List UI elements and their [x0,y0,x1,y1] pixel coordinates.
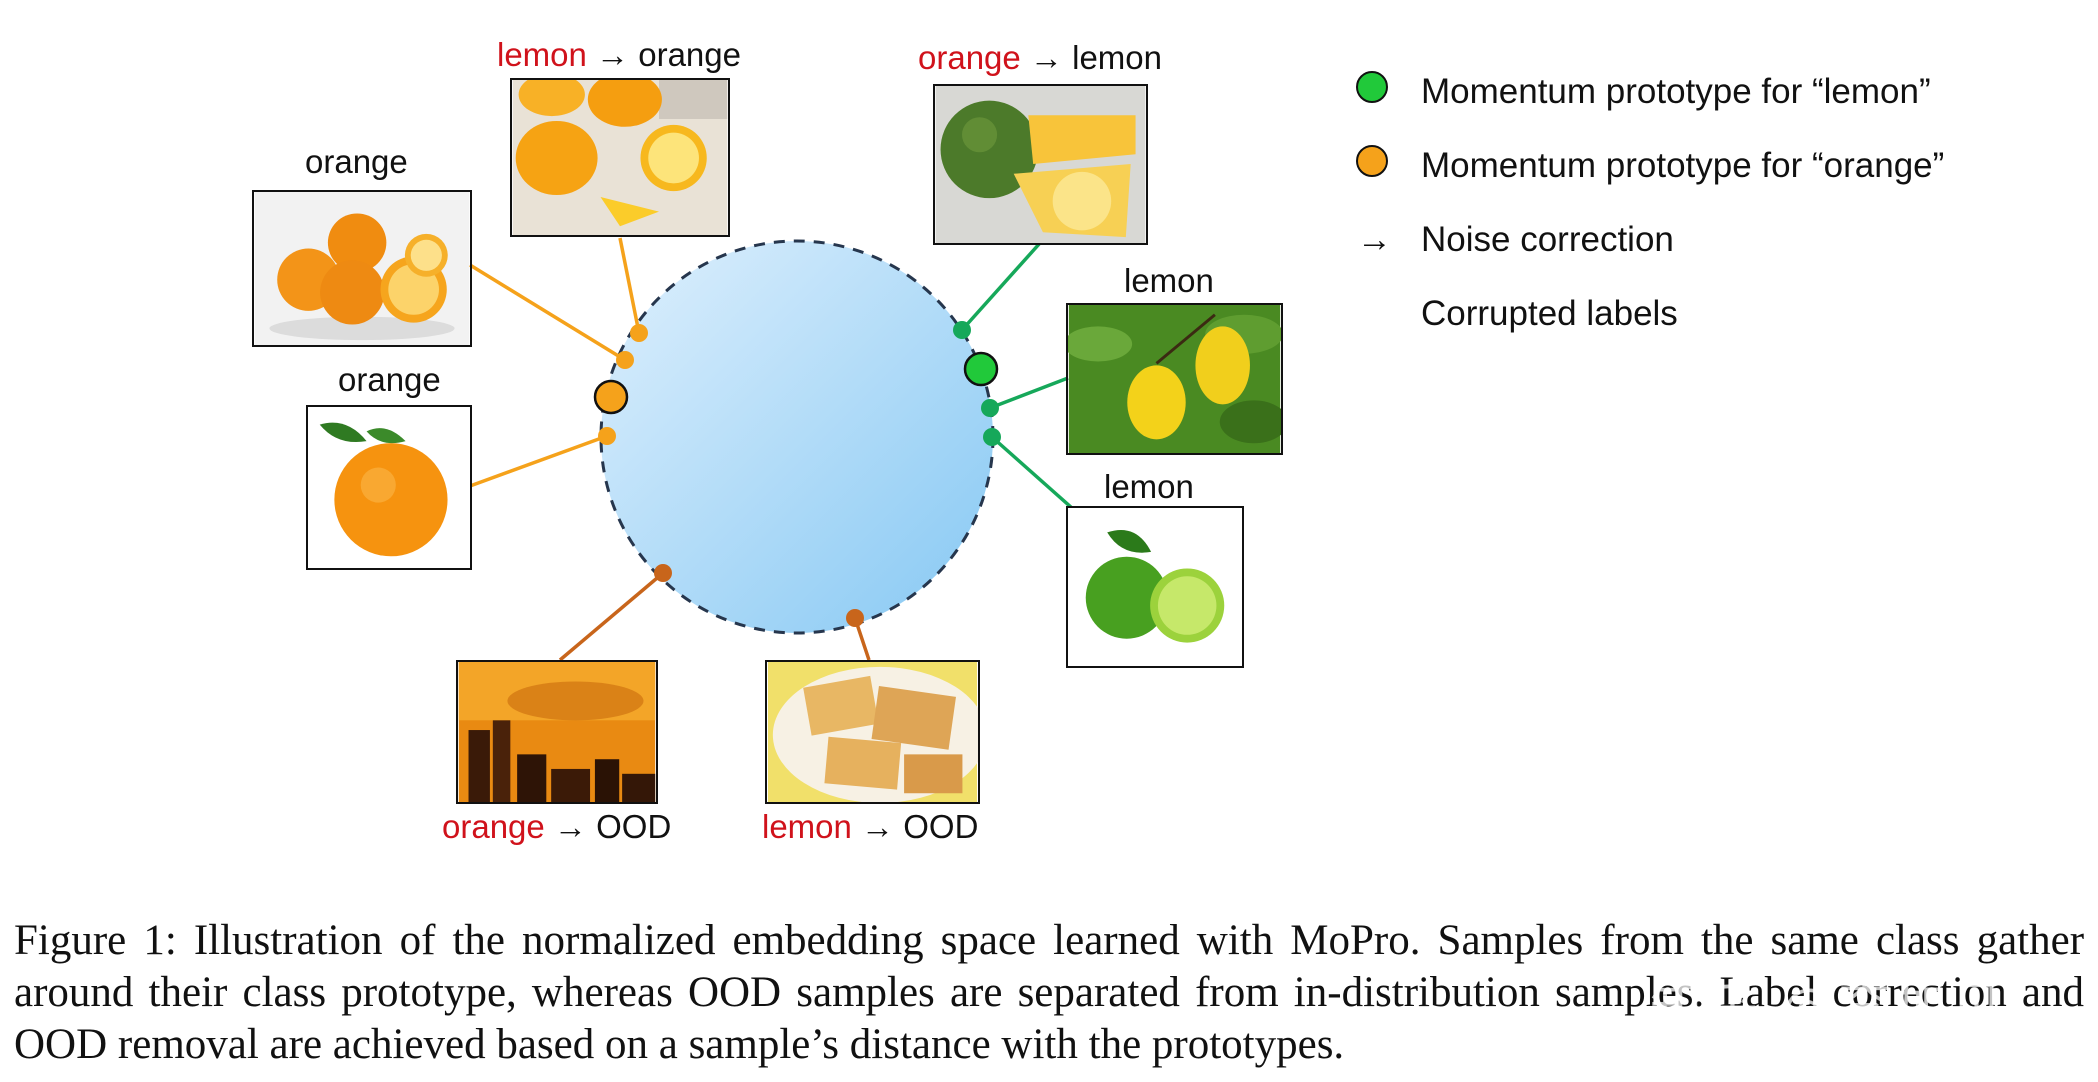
green-citrus-picture [935,86,1146,243]
sample-point-orange [598,427,616,445]
connector-orange-top [469,263,626,362]
label-lemon-right-top: lemon [1124,262,1214,299]
image-lemon-pastry [765,660,980,804]
orange-prototype [593,379,629,415]
label-orange-mid: orange [338,361,441,398]
image-limes [1066,506,1244,668]
label-to: OOD [903,808,979,845]
image-oranges-pile [252,190,472,347]
limes-picture [1068,508,1242,666]
label-from: lemon [762,808,852,845]
label-lemon-to-orange: lemon → orange [497,38,741,71]
sample-point-ood [654,564,672,582]
connector-orange-mid [469,434,608,488]
connector-lemon-to-orange [618,237,641,334]
legend-orange-prototype-text: Momentum prototype for “orange” [1421,146,1945,185]
label-lemon-to-ood: lemon → OOD [762,810,978,843]
connector-orange-to-ood [558,571,665,662]
lemons-tree-picture [1068,305,1281,453]
image-city-sunset [456,660,658,804]
label-orange-top: orange [305,143,408,180]
figure-caption: Figure 1: Illustration of the normalized… [14,915,2084,1071]
green-dot-icon [1356,71,1388,103]
legend-noise-correction-text: Noise correction [1421,220,1674,259]
embedding-diagram [469,237,1074,662]
arrow-icon: → [1357,220,1392,259]
label-orange-to-ood: orange → OOD [442,810,671,843]
city-sunset-picture [458,662,656,802]
lemon-pastry-picture [767,662,978,802]
caption-text: Illustration of the normalized embedding… [14,917,2085,1068]
label-lemon-right-mid: lemon [1104,468,1194,505]
lemon-prototype [963,351,999,387]
label-to: OOD [596,808,672,845]
connector-lemon-right-mid [990,435,1074,510]
sample-point-orange [630,324,648,342]
arrow-icon: → [553,808,587,845]
yellow-lemons-picture [512,80,728,235]
arrow-icon: → [596,36,630,73]
image-lemons-sliced-yellow [510,78,730,237]
figure-label: Figure 1: [14,917,177,964]
single-orange-picture [308,407,470,568]
legend-corrupted-labels-text: Corrupted labels [1421,294,1678,333]
image-lemons-on-tree [1066,303,1283,455]
connector-orange-to-lemon [960,241,1042,332]
watermark: 知乎 @李加贝 [1650,978,2007,1038]
sample-point-lemon [953,321,971,339]
label-to: lemon [1072,39,1162,76]
sample-point-ood [846,609,864,627]
oranges-pile-picture [254,192,470,345]
sample-point-orange [616,351,634,369]
label-from: orange [918,39,1021,76]
sample-point-lemon [981,399,999,417]
legend-lemon-prototype-text: Momentum prototype for “lemon” [1421,72,1931,111]
label-from: lemon [497,36,587,73]
label-orange-to-lemon: orange → lemon [918,41,1162,74]
image-green-citrus-sliced [933,84,1148,245]
orange-dot-icon [1356,145,1388,177]
sample-point-lemon [983,428,1001,446]
arrow-icon: → [861,808,895,845]
arrow-icon: → [1029,39,1063,76]
embedding-figure: lemon → orange orange → lemon orange ora… [252,38,1945,843]
image-orange-single [306,405,472,570]
label-from: orange [442,808,545,845]
label-to: orange [638,36,741,73]
connector-lemon-right-top [989,376,1069,410]
